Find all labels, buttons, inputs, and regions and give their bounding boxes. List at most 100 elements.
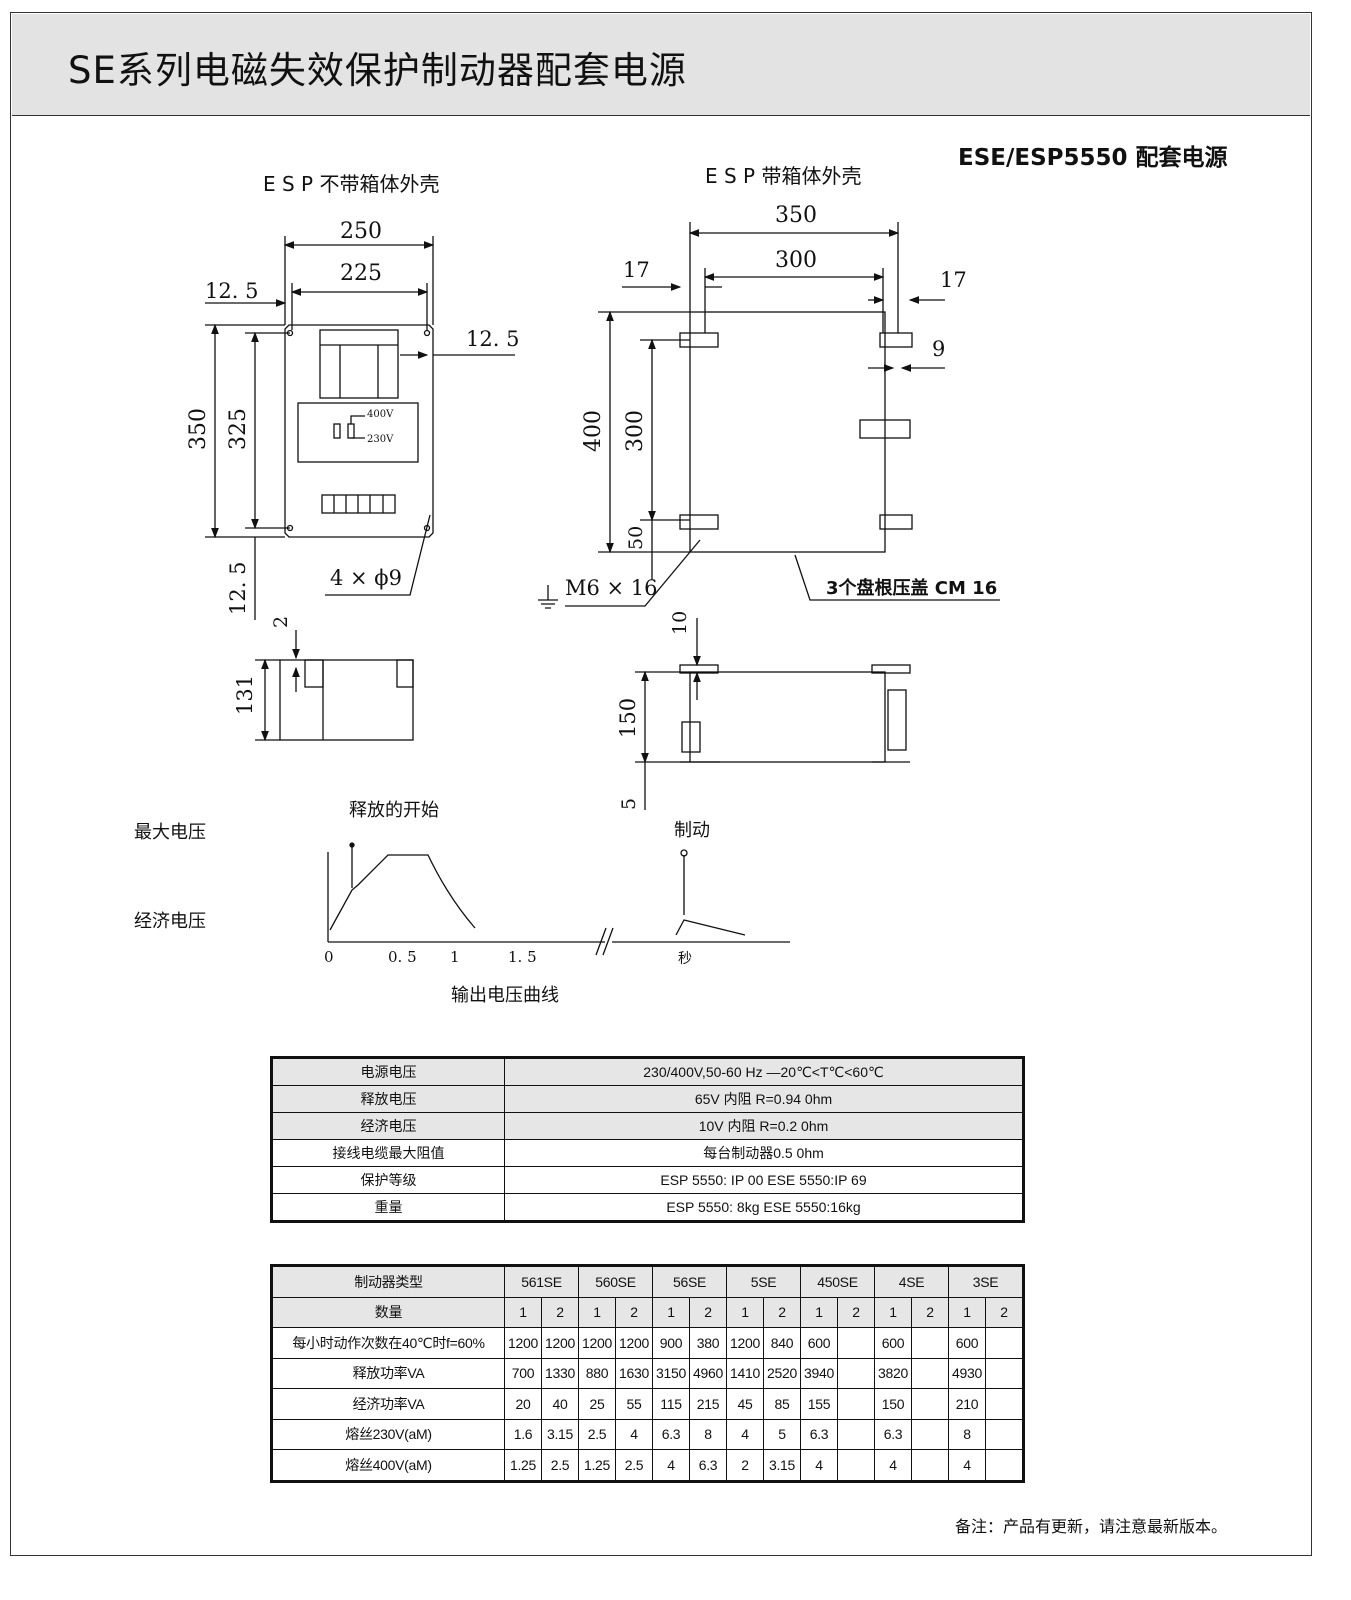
table-cell: 1: [948, 1296, 986, 1328]
section-subtitle: ESE/ESP5550 配套电源: [958, 145, 1228, 171]
dim-5: 5: [618, 798, 640, 810]
dim-holes: 4 × ϕ9: [330, 566, 402, 590]
table-cell: 3.15: [763, 1449, 801, 1482]
drawing-esp-no-housing: E S P 不带箱体外壳 250 225 12. 5 12. 5 400V 23…: [186, 172, 519, 742]
table-cell: 4: [615, 1418, 653, 1450]
output-voltage-curve: 最大电压 经济电压 释放的开始 制动 0 0. 5 1 1. 5 秒 输出电压曲…: [134, 800, 790, 1006]
table-cell: [911, 1388, 949, 1420]
table-cell: 561SE: [504, 1265, 579, 1298]
screw-leader: [565, 539, 701, 607]
table-cell: 900: [652, 1327, 690, 1359]
table-cell: [985, 1357, 1024, 1389]
table-cell: 3150: [652, 1357, 690, 1389]
table-cell: [985, 1388, 1024, 1420]
dim-400: 400: [581, 410, 606, 452]
dim-12-5-left: 12. 5: [205, 279, 258, 303]
table-cell: 8: [689, 1418, 727, 1450]
table-cell: 3940: [800, 1357, 838, 1389]
table-cell: 1200: [578, 1327, 616, 1359]
table-cell: 制动器类型: [271, 1265, 505, 1298]
table-cell: 560SE: [578, 1265, 653, 1298]
side-view: [279, 659, 414, 741]
table-cell: 1: [874, 1296, 912, 1328]
table-cell: 840: [763, 1327, 801, 1359]
spec-value: ESP 5550: IP 00 ESE 5550:IP 69: [504, 1166, 1024, 1194]
drawing-title: E S P 不带箱体外壳: [263, 172, 439, 196]
page-frame: [10, 12, 1312, 1556]
table-cell: 4: [874, 1449, 912, 1482]
table-cell: 4930: [948, 1357, 986, 1389]
ground-icon: [538, 585, 558, 609]
footnote: 备注：产品有更新，请注意最新版本。: [955, 1517, 1228, 1536]
table-cell: 2: [541, 1296, 579, 1328]
dim-150: 150: [616, 698, 640, 738]
dim-9: 9: [932, 337, 945, 361]
table-cell: 每小时动作次数在40℃时f=60%: [271, 1327, 505, 1359]
table-cell: 4960: [689, 1357, 727, 1389]
spec-value: 65V 内阻 R=0.94 0hm: [504, 1085, 1024, 1113]
table-cell: 880: [578, 1357, 616, 1389]
label-400v: 400V: [367, 409, 394, 420]
tick-1-5: 1. 5: [508, 948, 537, 966]
mounting-plate: [284, 324, 434, 538]
table-cell: 经济功率VA: [271, 1388, 505, 1420]
spec-key: 经济电压: [271, 1112, 505, 1140]
table-cell: [911, 1327, 949, 1359]
table-cell: 1.6: [504, 1418, 542, 1450]
dim-250: 250: [340, 219, 382, 244]
selector-box: [297, 402, 419, 463]
table-cell: 2520: [763, 1357, 801, 1389]
table-cell: 40: [541, 1388, 579, 1420]
dim-12-5-bottom: 12. 5: [226, 562, 250, 615]
table-cell: [837, 1357, 875, 1389]
table-cell: [911, 1449, 949, 1482]
dim-300-vertical: 300: [623, 410, 648, 452]
table-cell: [837, 1388, 875, 1420]
table-cell: 1200: [504, 1327, 542, 1359]
voltage-line: [329, 854, 476, 931]
spec-key: 保护等级: [271, 1166, 505, 1194]
table-cell: 45: [726, 1388, 764, 1420]
table-cell: 熔丝230V(aM): [271, 1418, 505, 1450]
table-cell: 8: [948, 1418, 986, 1450]
table-cell: 215: [689, 1388, 727, 1420]
table-cell: 2: [837, 1296, 875, 1328]
table-row: 接线电缆最大阻值每台制动器0.5 0hm: [271, 1139, 1024, 1167]
housing: [689, 311, 886, 553]
label-230v: 230V: [367, 434, 394, 445]
table-cell: 1200: [726, 1327, 764, 1359]
transformer: [319, 329, 399, 399]
spec-value: ESP 5550: 8kg ESE 5550:16kg: [504, 1193, 1024, 1222]
table-cell: 1200: [615, 1327, 653, 1359]
table-cell: 4: [948, 1449, 986, 1482]
table-cell: [911, 1418, 949, 1450]
table-cell: 2.5: [615, 1449, 653, 1482]
table-cell: 55: [615, 1388, 653, 1420]
table-cell: 5SE: [726, 1265, 801, 1298]
table-cell: 2: [726, 1449, 764, 1482]
spec-key: 接线电缆最大阻值: [271, 1139, 505, 1167]
table-cell: 56SE: [652, 1265, 727, 1298]
table-cell: 1: [504, 1296, 542, 1328]
gland-label: 3个盘根压盖 CM 16: [826, 577, 997, 599]
table-cell: 2.5: [578, 1418, 616, 1450]
tick-0: 0: [324, 948, 334, 966]
label-econ-voltage: 经济电压: [134, 911, 206, 932]
table-cell: 1: [800, 1296, 838, 1328]
table-cell: 6.3: [652, 1418, 690, 1450]
table-cell: [985, 1327, 1024, 1359]
table-cell: 1200: [541, 1327, 579, 1359]
dim-131: 131: [233, 675, 257, 715]
dim-325: 325: [226, 408, 251, 450]
table-cell: 6.3: [800, 1418, 838, 1450]
table-cell: 1: [578, 1296, 616, 1328]
